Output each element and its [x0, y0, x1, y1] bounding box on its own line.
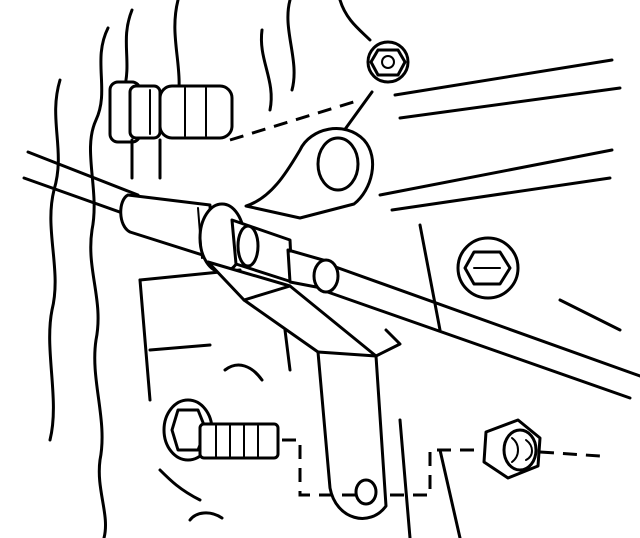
bolt-upper-left-icon: [108, 80, 234, 180]
nut-icon: [390, 418, 601, 497]
bolt-right-icon: [456, 236, 520, 300]
bracket-bolt-icon: [162, 398, 358, 497]
mounting-bracket-icon: [206, 127, 402, 520]
cable-end-fitting-icon: [119, 193, 340, 294]
shift-cable-icon: [22, 150, 640, 400]
bolt-upper-right-icon: [366, 40, 410, 84]
